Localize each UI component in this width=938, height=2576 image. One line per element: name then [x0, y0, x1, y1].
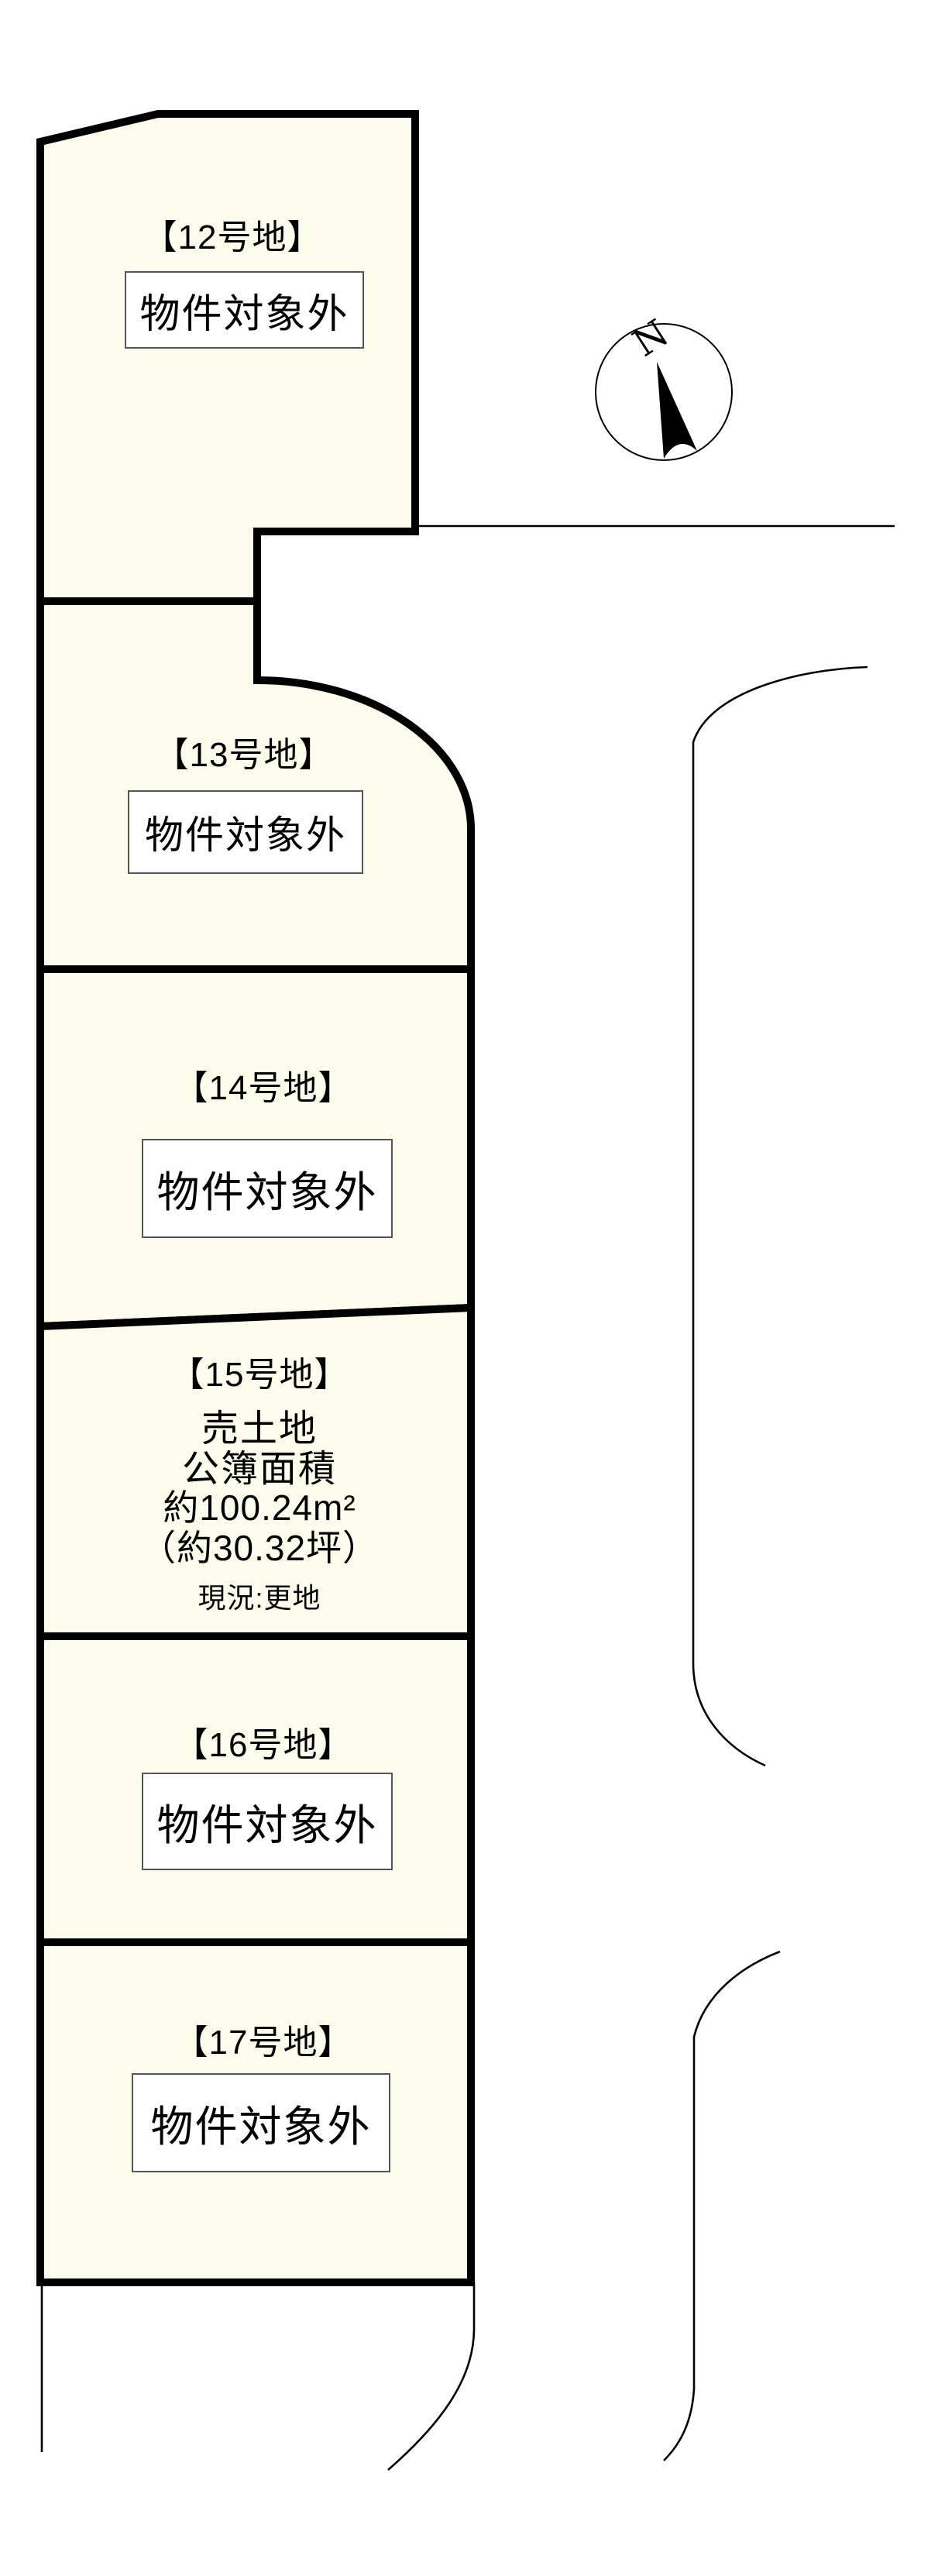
plot-12-label: 【12号地】: [143, 218, 322, 256]
plot-14-status-box: 物件対象外: [142, 1139, 393, 1238]
plot-14-label: 【14号地】: [174, 1069, 353, 1107]
parcel-12-outline: [36, 110, 419, 605]
plot-16-label: 【16号地】: [174, 1726, 353, 1764]
parcel-13-outline: [36, 597, 475, 973]
plot-16-status-label: 物件対象外: [156, 1801, 378, 1849]
road-edge-bottom-center: [387, 2282, 476, 2471]
plot-17-status-box: 物件対象外: [132, 2073, 390, 2172]
plot-15-condition: 現況:更地: [198, 1582, 321, 1614]
road-edge-right-upper: [692, 665, 868, 1767]
plot-15-type-label: 売土地: [201, 1408, 318, 1450]
plot-15-area-title: 公簿面積: [181, 1449, 337, 1490]
compass-needle-icon: [657, 362, 697, 459]
plot-12-status-label: 物件対象外: [139, 291, 349, 337]
plot-13-status-box: 物件対象外: [128, 790, 363, 874]
plot-15-area-sqm: 約100.24m²: [163, 1487, 356, 1528]
plot-17-label: 【17号地】: [174, 2024, 353, 2062]
plot-17-status-label: 物件対象外: [150, 2103, 372, 2151]
plot-13-status-label: 物件対象外: [145, 813, 346, 857]
plot-15-area-tsubo: （約30.32坪）: [139, 1528, 380, 1568]
plot-13-label: 【13号地】: [154, 736, 334, 774]
compass-circle: [595, 323, 733, 461]
road-edge-right-lower: [663, 1950, 781, 2461]
plot-14-status-label: 物件対象外: [156, 1168, 378, 1216]
plot-12-status-box: 物件対象外: [125, 271, 364, 349]
plot-15-label: 【15号地】: [170, 1356, 349, 1394]
plot-16-status-box: 物件対象外: [142, 1773, 393, 1870]
